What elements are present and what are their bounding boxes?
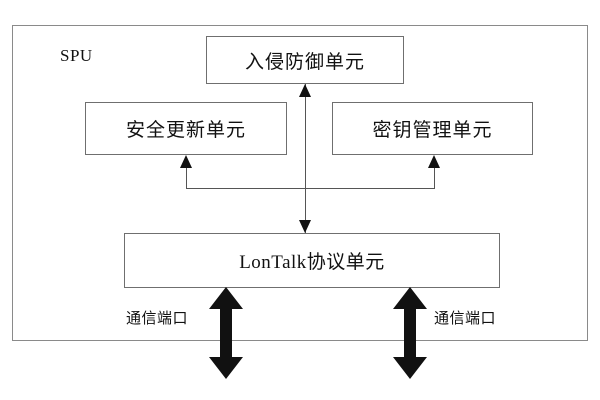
arrow-up-icon-to-security-update-unit <box>180 155 192 168</box>
lontalk-protocol-unit-label: LonTalk协议单元 <box>239 252 385 273</box>
key-management-unit-label: 密钥管理单元 <box>372 120 493 141</box>
arrow-up-icon-to-intrusion-unit <box>299 84 311 97</box>
lontalk-protocol-unit-box: LonTalk协议单元 <box>124 233 500 288</box>
key-management-unit-box: 密钥管理单元 <box>332 102 533 155</box>
connector-bus-left-riser <box>186 168 187 189</box>
arrow-up-icon-to-key-management-unit <box>428 155 440 168</box>
connector-bus-horizontal-line <box>186 188 435 189</box>
connector-intrusion-lontalk-line <box>305 84 306 233</box>
communication-port-left-label: 通信端口 <box>126 311 189 327</box>
security-update-unit-label: 安全更新单元 <box>125 120 246 141</box>
intrusion-prevention-unit-label: 入侵防御单元 <box>244 51 365 73</box>
security-update-unit-box: 安全更新单元 <box>85 102 287 155</box>
communication-port-right-label: 通信端口 <box>434 311 497 327</box>
communication-port-left-double-arrow-icon <box>209 287 243 379</box>
intrusion-prevention-unit-box: 入侵防御单元 <box>206 36 404 84</box>
connector-bus-right-riser <box>434 168 435 189</box>
communication-port-right-double-arrow-icon <box>393 287 427 379</box>
spu-label: SPU <box>60 46 93 65</box>
spu-container <box>12 25 588 341</box>
arrow-down-icon-to-lontalk-unit <box>299 220 311 233</box>
